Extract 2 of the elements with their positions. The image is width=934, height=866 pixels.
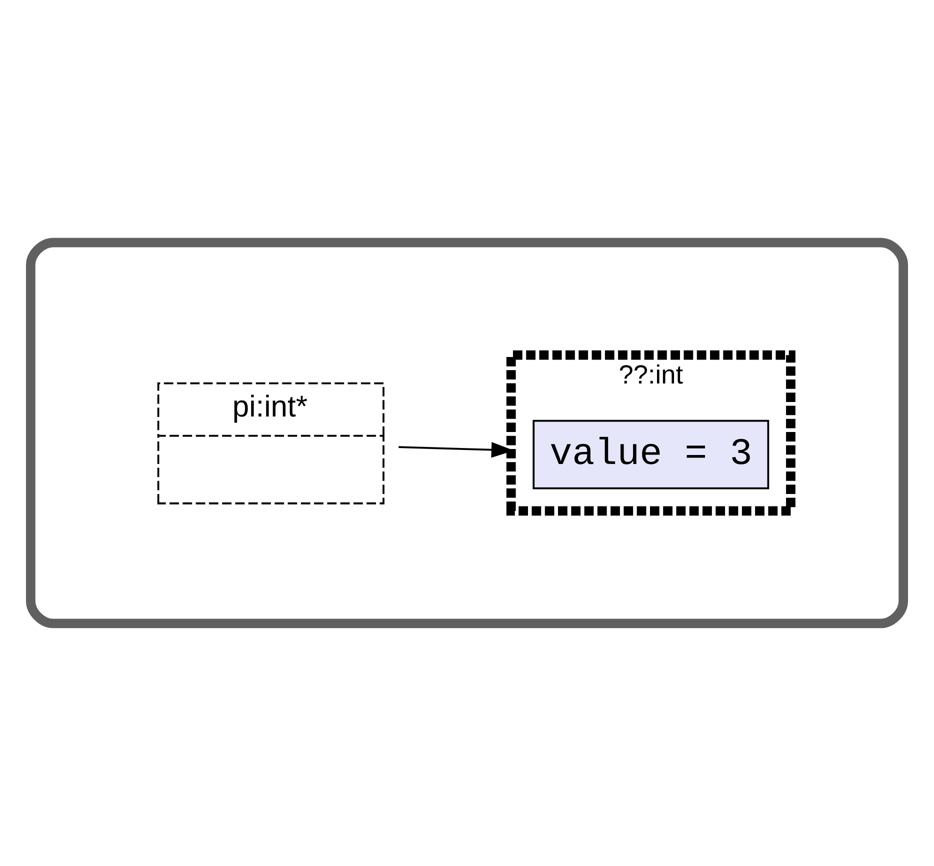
cluster [26, 238, 908, 628]
node-box: value = 3 [532, 420, 770, 490]
